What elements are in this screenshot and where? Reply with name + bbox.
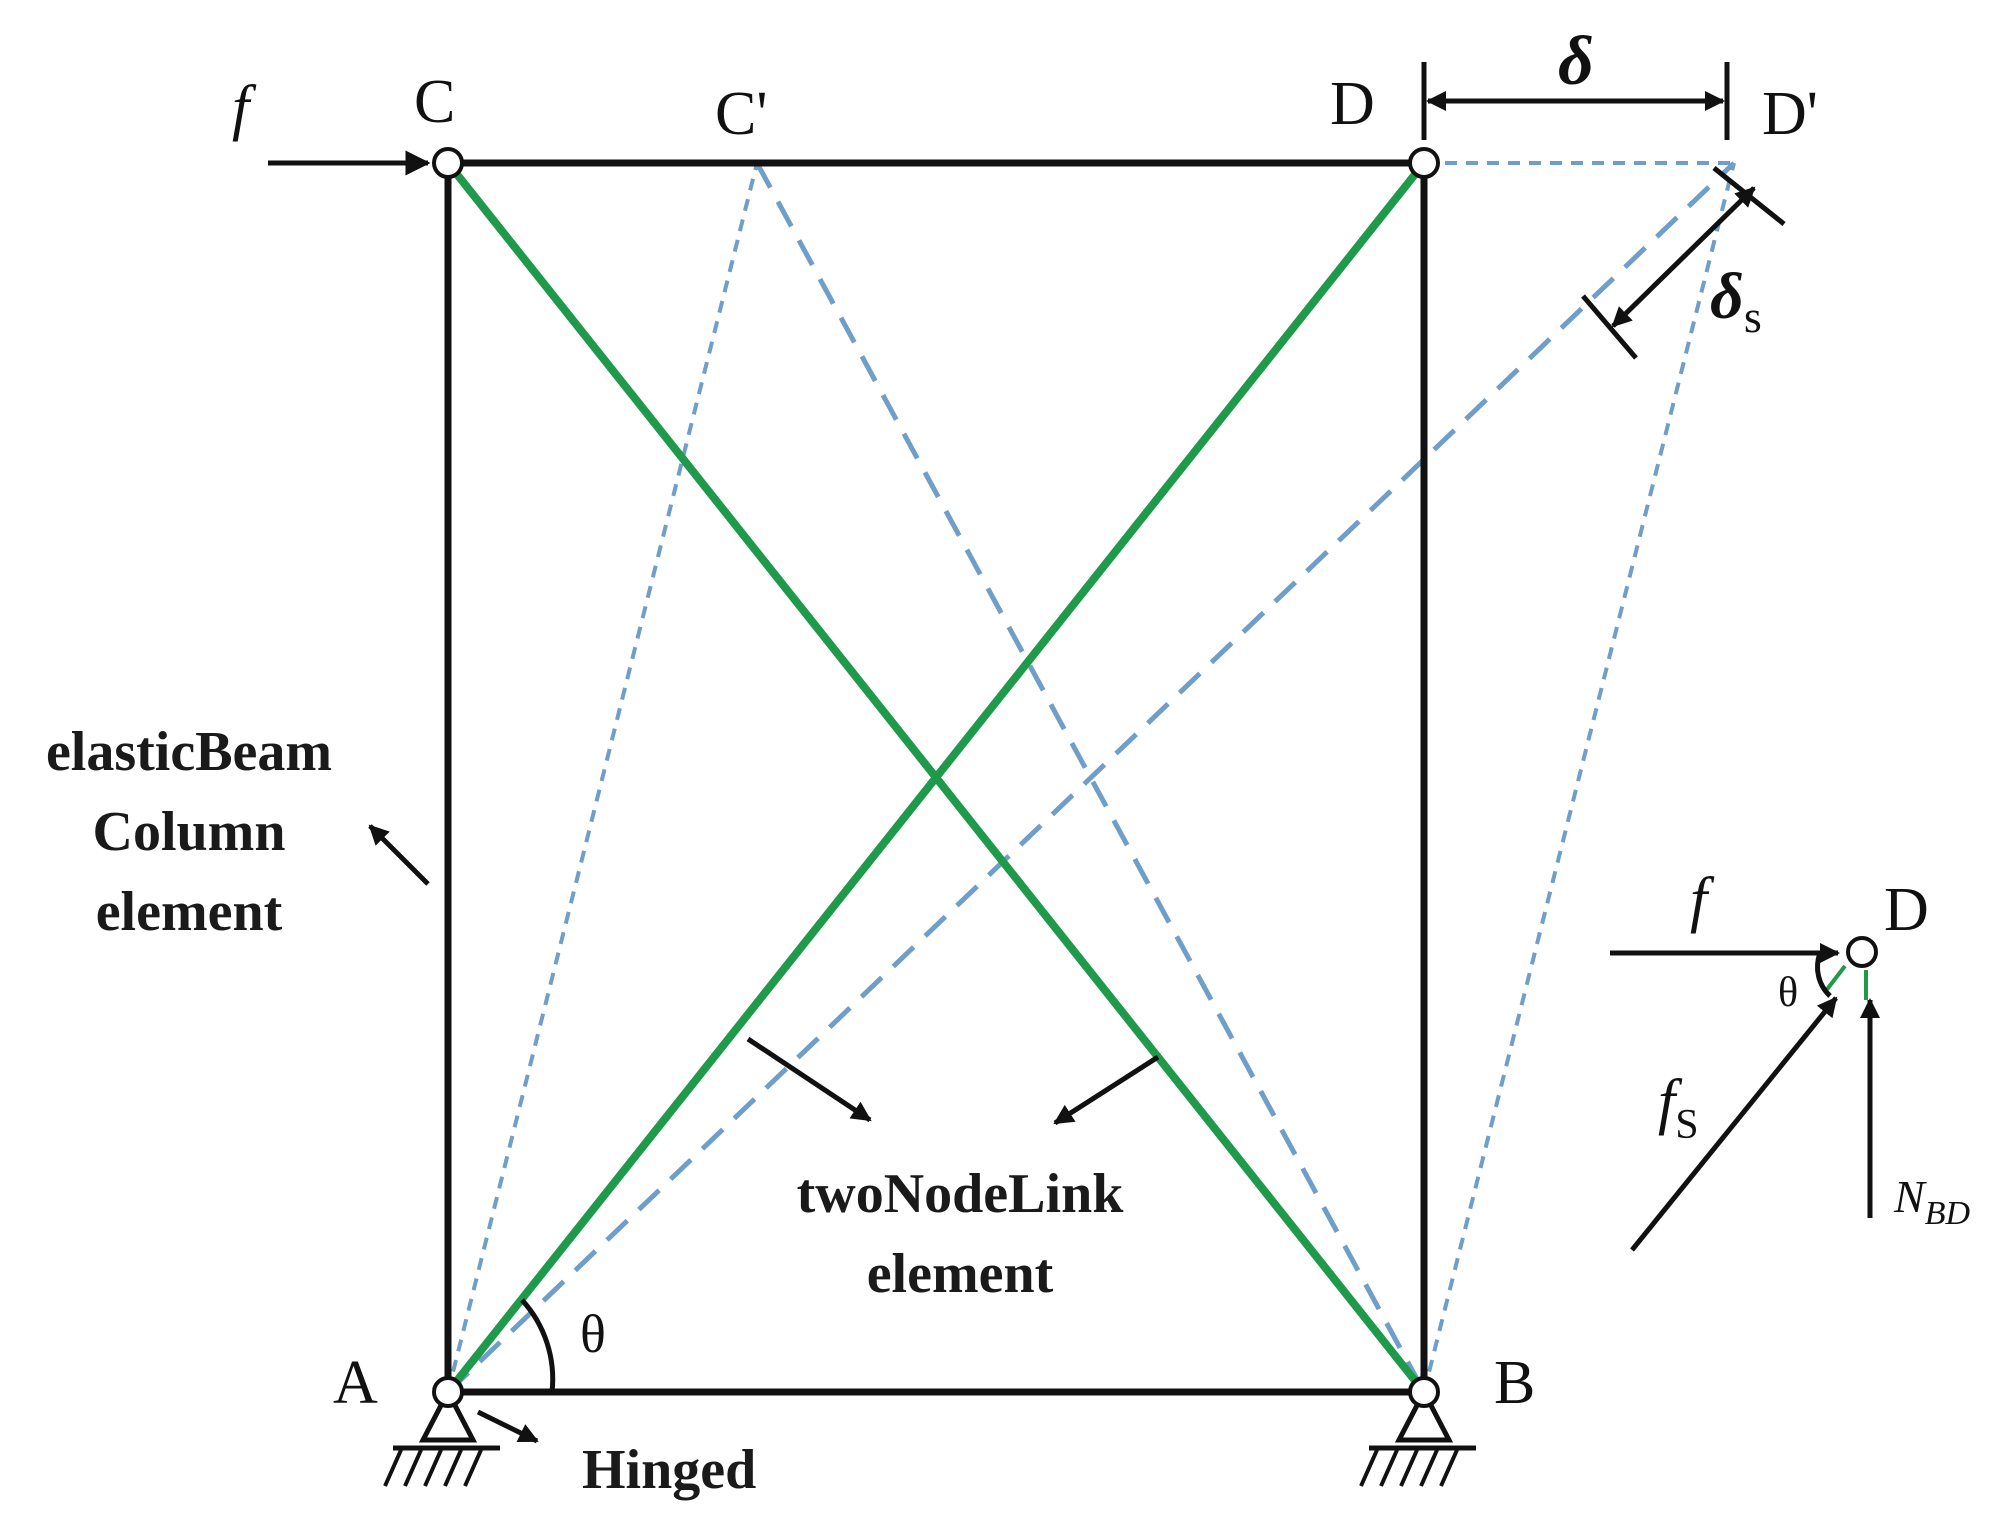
delta-s-label: δs [1710, 260, 1762, 342]
node-label-a: A [333, 1349, 378, 1417]
delta-label: δ [1558, 23, 1594, 100]
support-b [1359, 1386, 1476, 1487]
node-labels: C C' D D' A B [333, 68, 1818, 1417]
deformed-column-right [1422, 162, 1736, 1393]
link-annotation: twoNodeLink element [746, 1036, 1160, 1305]
support-b-hatch [1359, 1449, 1459, 1487]
node-label-d: D [1330, 70, 1375, 138]
node-label-d-prime: D' [1762, 80, 1818, 148]
inset-fs-arrow [1630, 996, 1838, 1252]
force-label: f [232, 74, 257, 142]
beam-label-line2: Column [93, 801, 286, 863]
theta-label: θ [580, 1304, 606, 1364]
inset-brace-stub [1823, 964, 1847, 994]
deformed-brace-ad [446, 161, 1736, 1394]
beam-pointer-arrow [368, 824, 430, 886]
support-b-triangle [1394, 1386, 1454, 1443]
support-a-hatch [383, 1449, 483, 1487]
support-a [383, 1386, 500, 1487]
node-label-b: B [1494, 1349, 1535, 1417]
braces [444, 160, 1428, 1395]
hinged-pointer-arrow [476, 1409, 539, 1444]
inset-node-d [1846, 936, 1878, 968]
support-a-triangle [418, 1386, 478, 1443]
delta-s-ext-bottom [1581, 294, 1638, 360]
delta-dimension: δ [1421, 23, 1730, 140]
beam-annotation: elasticBeam Column element [46, 721, 430, 943]
frame [444, 159, 1428, 1396]
link-pointer-arrow-right [1053, 1054, 1160, 1126]
nodes [432, 147, 1440, 1408]
link-label-line1: twoNodeLink [797, 1163, 1125, 1225]
delta-s-subscript: s [1744, 291, 1762, 342]
deformed-column-left [446, 162, 759, 1393]
node-a [432, 1376, 464, 1408]
link-label-line2: element [867, 1243, 1054, 1305]
node-b [1408, 1376, 1440, 1408]
link-pointer-arrow-left [746, 1036, 872, 1123]
inset-node-label-d: D [1884, 876, 1929, 944]
applied-force: f [232, 74, 431, 176]
delta-s-arrow [1611, 186, 1756, 328]
deformed-shape [446, 161, 1736, 1394]
inset-fs-label: fS [1658, 1068, 1699, 1148]
theta-arc [520, 1298, 556, 1393]
hinged-label: Hinged [582, 1439, 756, 1501]
brace-cb [444, 160, 1428, 1395]
inset-fs-subscript: S [1675, 1102, 1698, 1148]
delta-s-dimension: δs [1581, 166, 1786, 360]
deformed-brace-cb [754, 161, 1427, 1394]
inset-theta-arc [1815, 952, 1832, 998]
free-body-inset: f θ fS NBD D [1610, 866, 1970, 1252]
inset-force-label: f [1690, 866, 1715, 934]
hinged-annotation: Hinged [476, 1409, 756, 1501]
inset-theta-label: θ [1778, 970, 1798, 1016]
node-label-c: C [414, 68, 455, 136]
inset-nbd-label: NBD [1893, 1171, 1970, 1232]
beam-label-line1: elasticBeam [46, 721, 332, 783]
node-label-c-prime: C' [715, 80, 768, 148]
beam-label-line3: element [96, 881, 283, 943]
node-d [1408, 147, 1440, 179]
node-c [432, 147, 464, 179]
inset-nbd-subscript: BD [1925, 1195, 1971, 1232]
theta-angle: θ [520, 1298, 606, 1393]
